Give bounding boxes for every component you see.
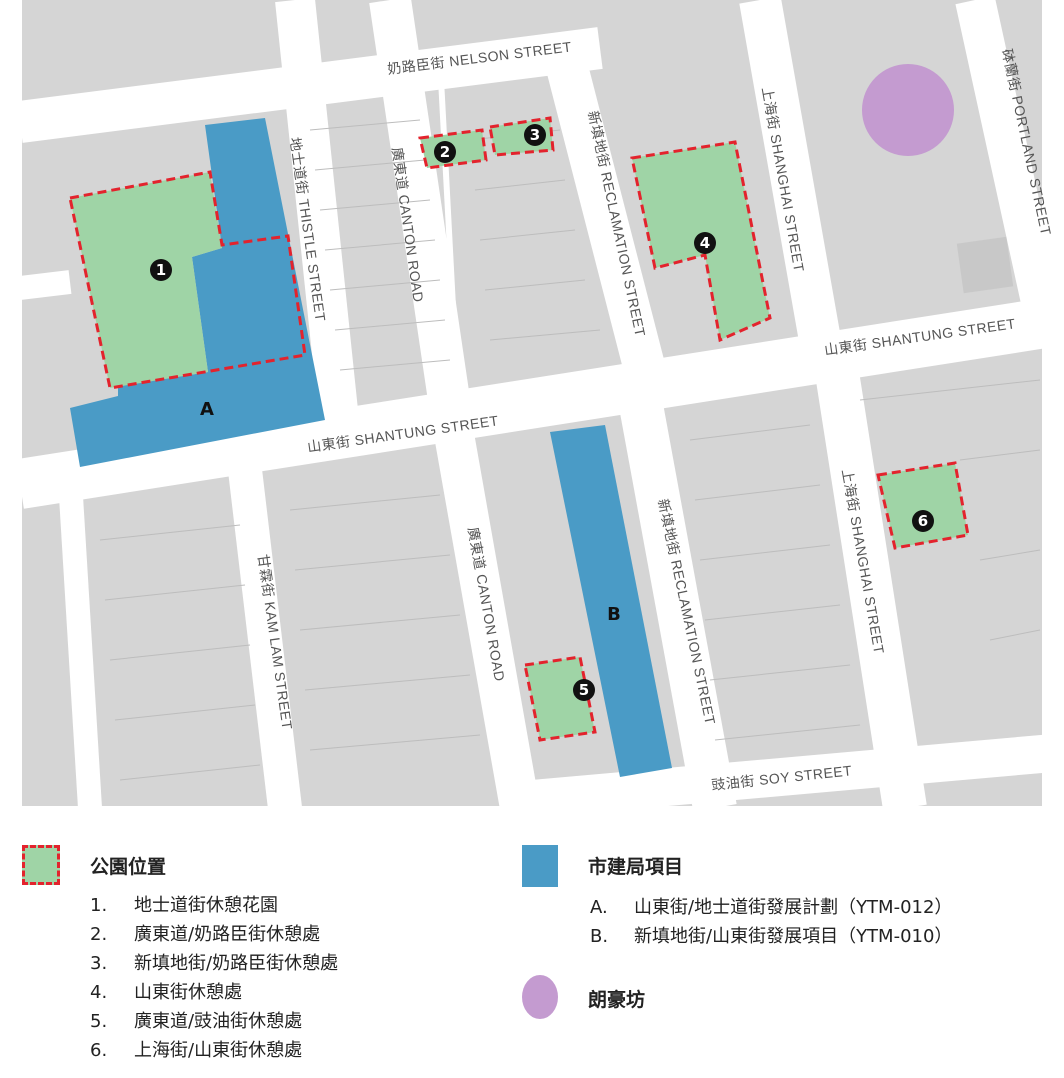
project-a-label: A (200, 399, 214, 420)
streets (16, 0, 1064, 808)
park-marker-1: 1 (156, 261, 166, 279)
park-marker-3: 3 (530, 126, 540, 144)
legend-parks-list: 1.地士道街休憩花園 2.廣東道/奶路臣街休憩處 3.新填地街/奶路臣街休憩處 … (90, 891, 338, 1065)
legend-project-item: B.新填地街/山東街發展項目（YTM-010） (590, 926, 953, 947)
park-1-area[interactable] (70, 172, 222, 388)
langham-place-marker[interactable] (862, 64, 954, 156)
legend-park-item: 4.山東街休憩處 (90, 982, 242, 1003)
park-swatch (22, 845, 60, 885)
legend-projects-list: A.山東街/地士道街發展計劃（YTM-012） B.新填地街/山東街發展項目（Y… (590, 893, 952, 951)
project-swatch (522, 845, 558, 887)
langham-swatch (522, 975, 558, 1019)
project-b-area[interactable] (550, 425, 672, 777)
legend-project-item: A.山東街/地士道街發展計劃（YTM-012） (590, 897, 953, 918)
park-6-area[interactable] (876, 461, 970, 550)
park-marker-6: 6 (918, 512, 928, 530)
legend-park-item: 6.上海街/山東街休憩處 (90, 1040, 303, 1061)
project-a-area[interactable] (70, 118, 325, 467)
park-marker-4: 4 (700, 234, 710, 252)
park-5-area[interactable] (523, 655, 597, 742)
legend-park-item: 3.新填地街/奶路臣街休憩處 (90, 953, 339, 974)
legend-projects-title: 市建局項目 (588, 856, 684, 878)
legend-park-item: 5.廣東道/豉油街休憩處 (90, 1011, 303, 1032)
legend-park-item: 2.廣東道/奶路臣街休憩處 (90, 924, 321, 945)
project-b-label: B (607, 604, 621, 625)
park-marker-5: 5 (579, 681, 589, 699)
park-marker-2: 2 (440, 143, 450, 161)
park-markers: 1 2 3 4 5 6 (150, 124, 934, 701)
map: 1 2 3 4 5 6 A B 奶路臣街 NELSON STREET 地士道街 … (16, 0, 1064, 808)
legend-park-item: 1.地士道街休憩花園 (90, 895, 278, 916)
park-1-border (68, 170, 307, 390)
building-outlines (99, 119, 1041, 781)
legend-parks-title: 公園位置 (90, 856, 167, 878)
legend-langham-title: 朗豪坊 (588, 989, 646, 1011)
